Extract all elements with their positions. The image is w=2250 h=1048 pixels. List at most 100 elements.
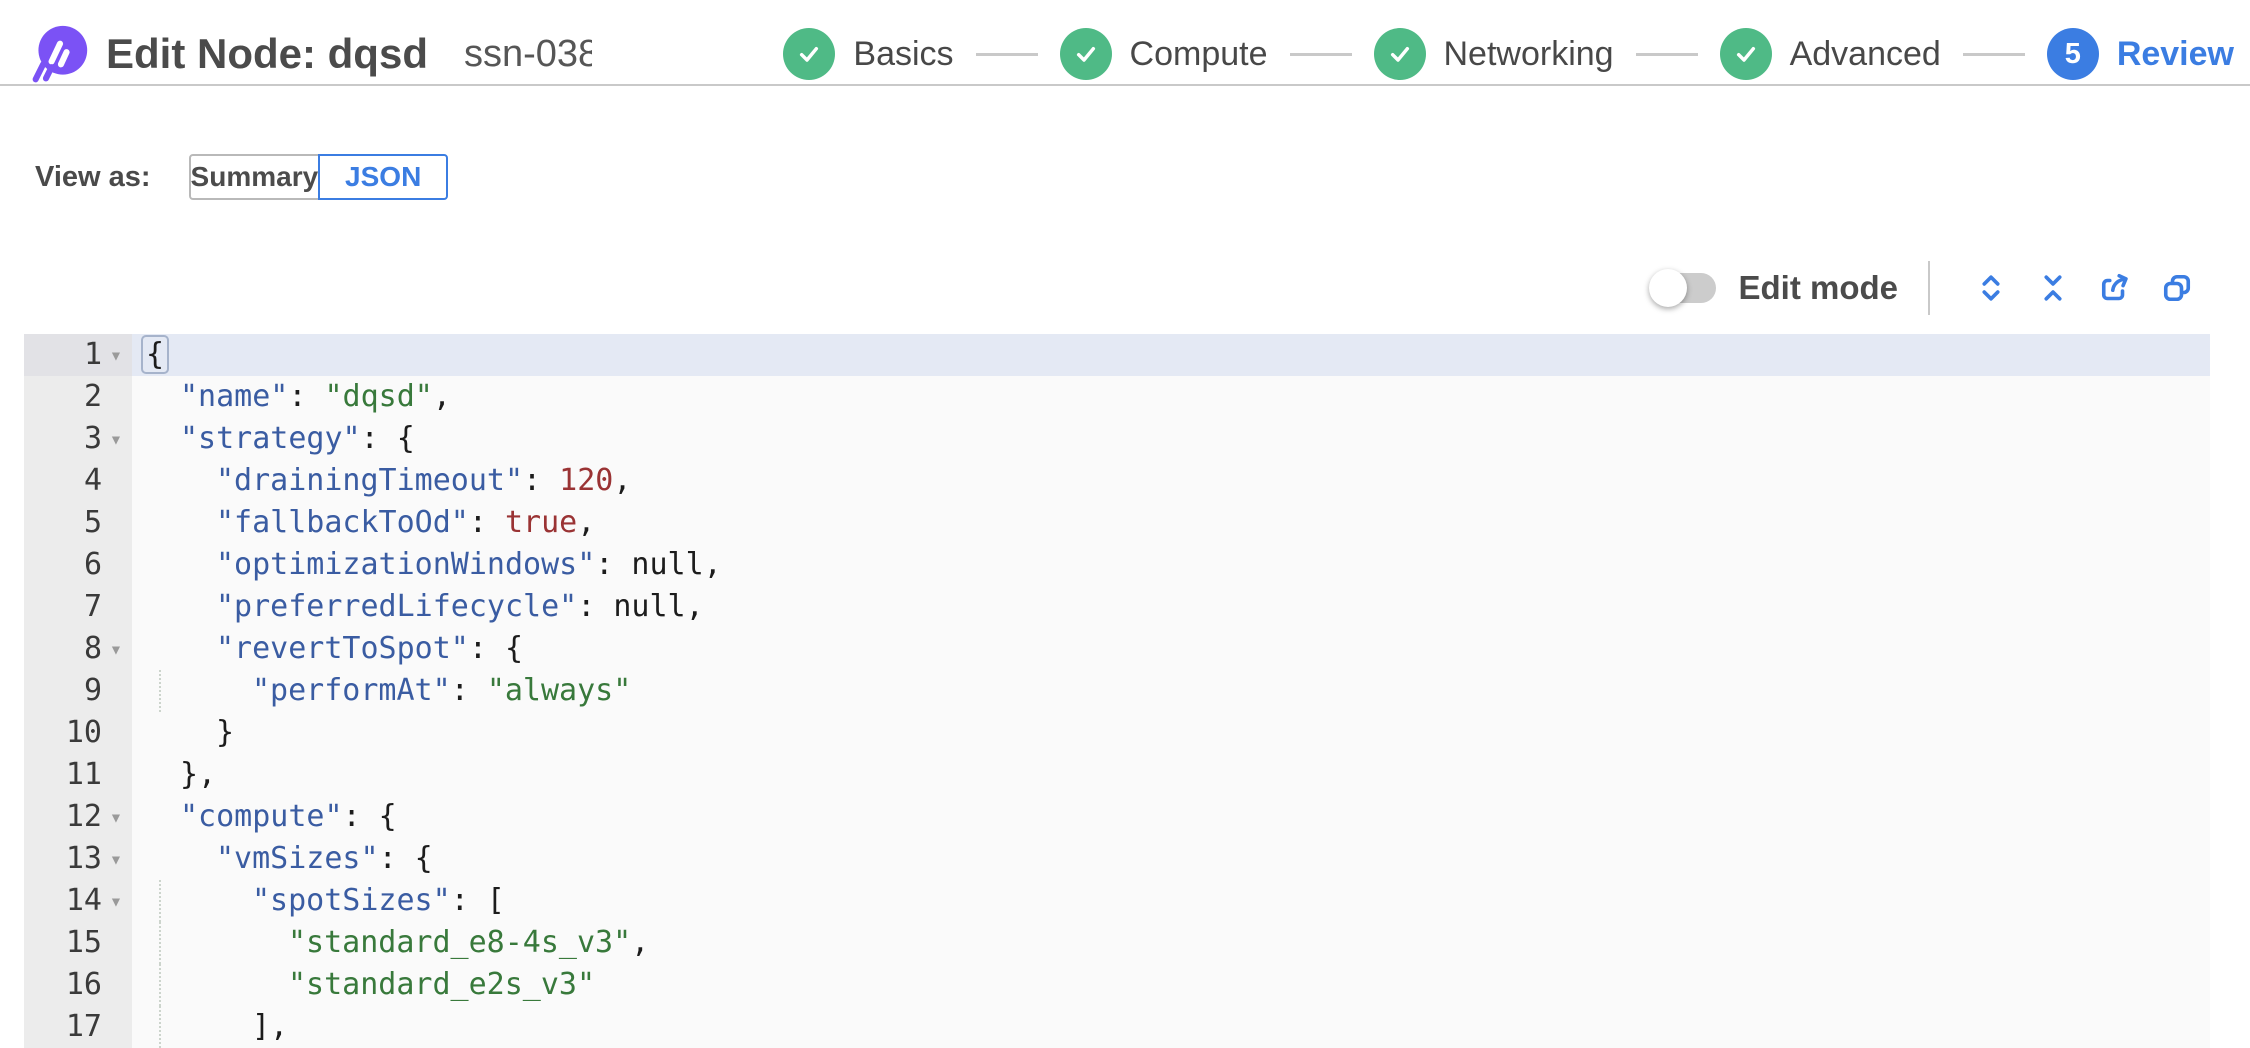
code-cell[interactable]: "preferredLifecycle": null, bbox=[132, 586, 2210, 628]
line-number: 16 bbox=[65, 967, 102, 1002]
editor-line-13[interactable]: 13 ▾ "vmSizes": { bbox=[24, 838, 2210, 880]
line-number: 12 bbox=[65, 799, 102, 834]
token: "fallbackToOd" bbox=[216, 505, 469, 540]
gutter-cell[interactable]: 11 bbox=[24, 754, 132, 796]
gutter-cell[interactable]: 3▾ bbox=[24, 418, 132, 460]
editor-line-4[interactable]: 4 "drainingTimeout": 120, bbox=[24, 460, 2210, 502]
code-cell[interactable]: "strategy": { bbox=[132, 418, 2210, 460]
code-cell[interactable]: } bbox=[132, 712, 2210, 754]
code-cell[interactable]: "compute": { bbox=[132, 796, 2210, 838]
editor-line-7[interactable]: 7"preferredLifecycle": null, bbox=[24, 586, 2210, 628]
fold-arrow-icon[interactable]: ▾ bbox=[109, 637, 123, 661]
token: , bbox=[703, 547, 722, 582]
line-number: 3 bbox=[83, 421, 102, 456]
edit-mode-toggle[interactable] bbox=[1649, 269, 1717, 307]
editor-line-1[interactable]: 1▾{ bbox=[24, 334, 2210, 376]
fold-arrow-icon[interactable]: ▾ bbox=[109, 343, 123, 367]
code-cell[interactable]: "fallbackToOd": true, bbox=[132, 502, 2210, 544]
gutter-cell[interactable]: 17 bbox=[24, 1006, 132, 1048]
gutter-cell[interactable]: 16 bbox=[24, 964, 132, 1006]
view-as-label: View as: bbox=[35, 160, 151, 193]
token: : bbox=[577, 589, 614, 624]
fold-arrow-icon[interactable]: ▾ bbox=[109, 427, 123, 451]
code-cell[interactable]: "performAt": "always" bbox=[132, 670, 2210, 712]
code-cell[interactable]: "revertToSpot": { bbox=[132, 628, 2210, 670]
gutter-cell[interactable]: 4 bbox=[24, 460, 132, 502]
token: : [ bbox=[450, 883, 505, 918]
token: null bbox=[613, 589, 686, 624]
export-icon[interactable] bbox=[2096, 269, 2134, 307]
code-cell[interactable]: { bbox=[132, 334, 2210, 376]
code-cell[interactable]: "spotSizes": [ bbox=[132, 880, 2210, 922]
gutter-cell[interactable]: 1▾ bbox=[24, 334, 132, 376]
line-number: 13 bbox=[65, 841, 102, 876]
step-label: Advanced bbox=[1789, 34, 1941, 73]
fold-arrow-icon[interactable]: ▾ bbox=[109, 889, 123, 913]
step-compute[interactable]: Compute bbox=[1059, 28, 1268, 80]
expand-all-icon[interactable] bbox=[1972, 269, 2010, 307]
gutter-cell[interactable]: 10 bbox=[24, 712, 132, 754]
code-cell[interactable]: "name": "dqsd", bbox=[132, 376, 2210, 418]
token: : { bbox=[378, 841, 433, 876]
step-basics[interactable]: Basics bbox=[783, 28, 954, 80]
line-number: 2 bbox=[83, 379, 102, 414]
token: "performAt" bbox=[252, 673, 451, 708]
fold-arrow-icon[interactable]: ▾ bbox=[109, 847, 123, 871]
check-icon bbox=[1059, 28, 1112, 80]
json-view-button[interactable]: JSON bbox=[318, 154, 449, 200]
token: : { bbox=[342, 799, 397, 834]
toolbar-divider bbox=[1928, 261, 1930, 315]
editor-line-15[interactable]: 15"standard_e8-4s_v3", bbox=[24, 922, 2210, 964]
step-advanced[interactable]: Advanced bbox=[1719, 28, 1941, 80]
token: }, bbox=[180, 757, 217, 792]
fold-arrow-icon[interactable]: ▾ bbox=[109, 805, 123, 829]
token: : { bbox=[468, 631, 524, 666]
gutter-cell[interactable]: 14▾ bbox=[24, 880, 132, 922]
line-number: 9 bbox=[83, 673, 102, 708]
line-number: 8 bbox=[83, 631, 102, 666]
token: "drainingTimeout" bbox=[216, 463, 524, 498]
gutter-cell[interactable]: 5 bbox=[24, 502, 132, 544]
collapse-all-icon[interactable] bbox=[2034, 269, 2072, 307]
step-label: Networking bbox=[1443, 34, 1614, 73]
gutter-cell[interactable]: 7 bbox=[24, 586, 132, 628]
gutter-cell[interactable]: 6 bbox=[24, 544, 132, 586]
editor-line-16[interactable]: 16 "standard_e2s_v3" bbox=[24, 964, 2210, 1006]
gutter-cell[interactable]: 9 bbox=[24, 670, 132, 712]
json-editor: 1▾{2"name": "dqsd",3▾"strategy": {4"drai… bbox=[24, 334, 2210, 1048]
code-cell[interactable]: ], bbox=[132, 1006, 2210, 1048]
token: : bbox=[468, 505, 505, 540]
code-cell[interactable]: "optimizationWindows": null, bbox=[132, 544, 2210, 586]
editor-line-12[interactable]: 12 ▾ "compute": { bbox=[24, 796, 2210, 838]
editor-line-6[interactable]: 6"optimizationWindows": null, bbox=[24, 544, 2210, 586]
editor-line-9[interactable]: 9 "performAt": "always" bbox=[24, 670, 2210, 712]
editor-line-17[interactable]: 17], bbox=[24, 1006, 2210, 1048]
gutter-cell[interactable]: 12 ▾ bbox=[24, 796, 132, 838]
editor-line-5[interactable]: 5"fallbackToOd": true, bbox=[24, 502, 2210, 544]
code-cell[interactable]: }, bbox=[132, 754, 2210, 796]
node-id-subtitle: ssn-038 bbox=[463, 32, 592, 75]
editor-line-11[interactable]: 11}, bbox=[24, 754, 2210, 796]
editor-line-14[interactable]: 14▾"spotSizes": [ bbox=[24, 880, 2210, 922]
gutter-cell[interactable]: 15 bbox=[24, 922, 132, 964]
token: "vmSizes" bbox=[216, 841, 379, 876]
step-networking[interactable]: Networking bbox=[1373, 28, 1614, 80]
code-cell[interactable]: "drainingTimeout": 120, bbox=[132, 460, 2210, 502]
editor-line-2[interactable]: 2 "name": "dqsd", bbox=[24, 376, 2210, 418]
code-cell[interactable]: "standard_e2s_v3" bbox=[132, 964, 2210, 1006]
editor-toolbar: Edit mode bbox=[0, 258, 2208, 318]
code-cell[interactable]: "vmSizes": { bbox=[132, 838, 2210, 880]
summary-view-button[interactable]: Summary bbox=[188, 154, 321, 200]
editor-line-3[interactable]: 3▾"strategy": { bbox=[24, 418, 2210, 460]
gutter-cell[interactable]: 8▾ bbox=[24, 628, 132, 670]
editor-line-10[interactable]: 10} bbox=[24, 712, 2210, 754]
copy-icon[interactable] bbox=[2158, 269, 2196, 307]
line-number: 4 bbox=[83, 463, 102, 498]
token: , bbox=[631, 925, 650, 960]
gutter-cell[interactable]: 13 ▾ bbox=[24, 838, 132, 880]
toggle-knob[interactable] bbox=[1649, 269, 1688, 307]
gutter-cell[interactable]: 2 bbox=[24, 376, 132, 418]
editor-line-8[interactable]: 8▾"revertToSpot": { bbox=[24, 628, 2210, 670]
code-cell[interactable]: "standard_e8-4s_v3", bbox=[132, 922, 2210, 964]
